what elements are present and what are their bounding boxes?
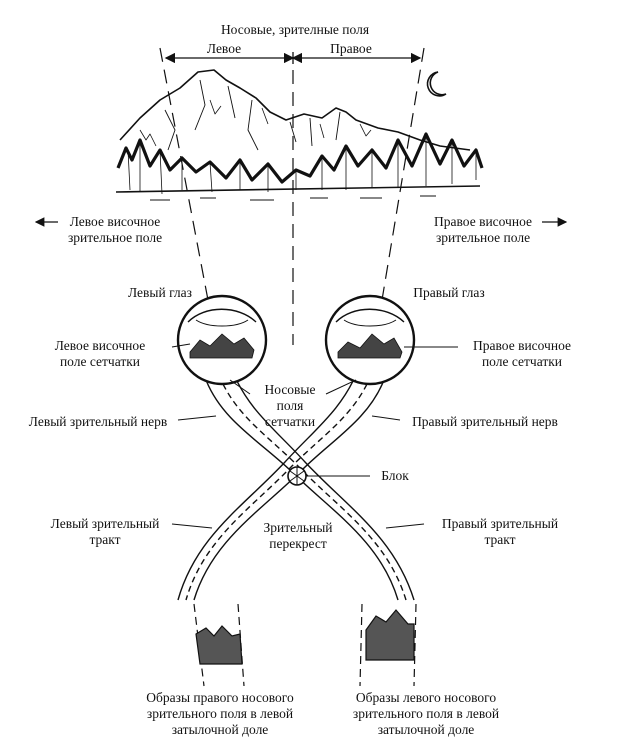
block-label: Блок — [381, 468, 409, 483]
right-eye-label: Правый глаз — [413, 285, 485, 300]
occipital-image-right — [359, 603, 417, 687]
left-optic-nerve-label: Левый зрительный нерв — [28, 414, 168, 429]
right-field-label: Правое — [330, 41, 372, 56]
moon-icon — [426, 71, 447, 97]
nasal-field-arrows — [164, 52, 422, 64]
mountain-landscape — [115, 69, 484, 201]
occipital-image-left — [193, 603, 245, 687]
chiasm-block-icon — [287, 466, 307, 486]
field-boundary-lines — [159, 47, 425, 345]
left-eye-label: Левый глаз — [127, 285, 192, 300]
leader-lines — [171, 343, 458, 529]
left-eye — [176, 294, 268, 386]
right-optic-nerve-label: Правый зрительный нерв — [412, 414, 558, 429]
right-eye — [324, 294, 416, 386]
diagram-title: Носовые, зрителные поля — [220, 22, 370, 37]
left-field-label: Левое — [206, 41, 242, 56]
